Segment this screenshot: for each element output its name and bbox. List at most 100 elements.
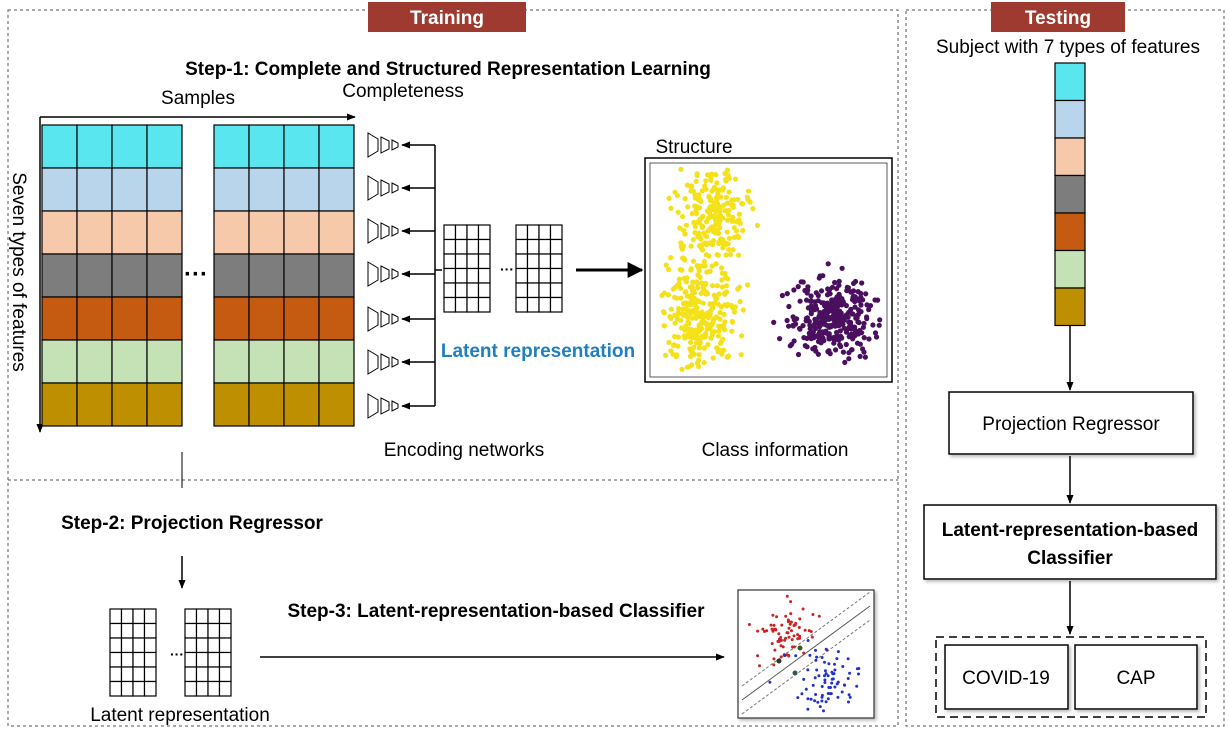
cluster-point-yellow: [716, 240, 722, 246]
svm-point-blue: [826, 674, 830, 678]
cluster-point-purple: [818, 288, 825, 294]
cluster-point-purple: [825, 349, 831, 355]
latent-cell: [120, 622, 134, 639]
cluster-point-yellow: [679, 366, 685, 372]
feature-cell: [248, 124, 285, 169]
cluster-point-yellow: [684, 182, 691, 188]
feature-cell: [76, 167, 113, 212]
encoder-icon: [367, 349, 435, 375]
cluster-point-purple: [861, 335, 867, 341]
cluster-point-yellow: [708, 321, 715, 327]
cluster-point-purple: [840, 349, 847, 355]
cluster-point-purple: [802, 287, 808, 294]
latent-cell: [109, 651, 123, 668]
cluster-point-yellow: [668, 205, 674, 211]
svm-point-blue: [816, 700, 820, 704]
svm-point-red: [779, 644, 783, 648]
support-vector: [792, 670, 798, 676]
cluster-point-yellow: [697, 274, 703, 281]
cluster-point-yellow: [721, 239, 727, 245]
cluster-point-yellow: [696, 345, 703, 351]
cluster-point-yellow: [738, 352, 744, 358]
svm-point-blue: [830, 677, 834, 681]
cluster-point-yellow: [717, 309, 723, 315]
svm-point-blue: [848, 695, 852, 699]
latent-cell: [109, 637, 123, 654]
encoder-layer: [391, 400, 399, 412]
cluster-point-yellow: [675, 209, 681, 215]
support-vector: [776, 658, 782, 664]
cluster-point-yellow: [671, 342, 677, 348]
cluster-point-yellow: [726, 189, 732, 195]
latent-representation-label: Latent representation: [441, 341, 635, 362]
cluster-point-yellow: [719, 277, 725, 283]
svm-point-blue: [806, 639, 810, 642]
cluster-point-purple: [849, 347, 855, 353]
latent-cell: [477, 296, 491, 313]
feature-cell: [248, 253, 285, 298]
output-classes-box: [935, 636, 1207, 718]
cluster-point-yellow: [704, 234, 710, 240]
latent-cell: [538, 267, 552, 284]
cluster-point-yellow: [735, 196, 741, 203]
svm-margin: [741, 591, 871, 687]
cluster-point-yellow: [688, 184, 694, 190]
latent-cell: [477, 253, 491, 270]
latent-cell: [109, 622, 123, 639]
svm-point-blue: [814, 648, 817, 652]
svm-point-blue: [814, 693, 818, 696]
cluster-point-yellow: [729, 328, 735, 334]
latent-cell: [466, 267, 480, 284]
latent-cell: [109, 608, 123, 625]
feature-cell: [76, 382, 113, 427]
cluster-point-purple: [838, 310, 844, 316]
feature-cell: [111, 339, 148, 384]
cluster-point-purple: [855, 307, 862, 313]
cluster-point-yellow: [688, 243, 694, 249]
svm-point-blue: [820, 699, 824, 703]
cluster-point-purple: [877, 317, 883, 323]
cluster-point-purple: [804, 335, 810, 341]
cluster-point-yellow: [700, 300, 706, 306]
cluster-point-yellow: [727, 251, 734, 258]
latent-cell: [526, 253, 540, 270]
svm-point-red: [747, 623, 751, 626]
cluster-point-yellow: [694, 305, 700, 311]
cluster-point-purple: [800, 323, 806, 329]
svm-point-blue: [800, 692, 804, 696]
completeness-label: Completeness: [342, 81, 463, 102]
feature-cell: [213, 339, 250, 384]
latent-cell: [443, 296, 457, 313]
svm-point-red: [789, 612, 793, 616]
latent-cell: [515, 296, 529, 313]
feature-cell: [283, 253, 320, 298]
svm-point-red: [801, 607, 805, 611]
svm-point-red: [793, 623, 797, 627]
structure-scatter-points: [659, 166, 883, 372]
encoder-icon: [367, 393, 435, 419]
latent-cell: [443, 282, 457, 299]
encoder-layer: [380, 397, 390, 415]
cluster-point-purple: [872, 330, 879, 336]
svm-point-red: [776, 639, 780, 643]
cluster-point-purple: [815, 351, 822, 357]
cluster-point-yellow: [696, 268, 702, 274]
latent-cell: [526, 296, 540, 313]
cluster-point-purple: [797, 326, 803, 332]
svm-point-blue: [823, 681, 827, 684]
cluster-point-purple: [808, 331, 814, 337]
cluster-point-yellow: [687, 284, 693, 290]
cluster-point-yellow: [714, 252, 720, 258]
svm-point-blue: [841, 665, 845, 668]
cluster-point-yellow: [721, 311, 727, 317]
svm-point-blue: [833, 668, 837, 672]
feature-cell: [213, 124, 250, 169]
feature-cell: [318, 124, 355, 169]
matrix-ellipsis: ···: [184, 261, 208, 288]
cluster-point-purple: [866, 307, 872, 313]
latent-cell: [549, 238, 563, 255]
cluster-point-yellow: [717, 225, 723, 231]
svm-point-red: [798, 634, 802, 638]
svm-point-red: [761, 627, 765, 631]
latent-cell: [132, 622, 146, 639]
